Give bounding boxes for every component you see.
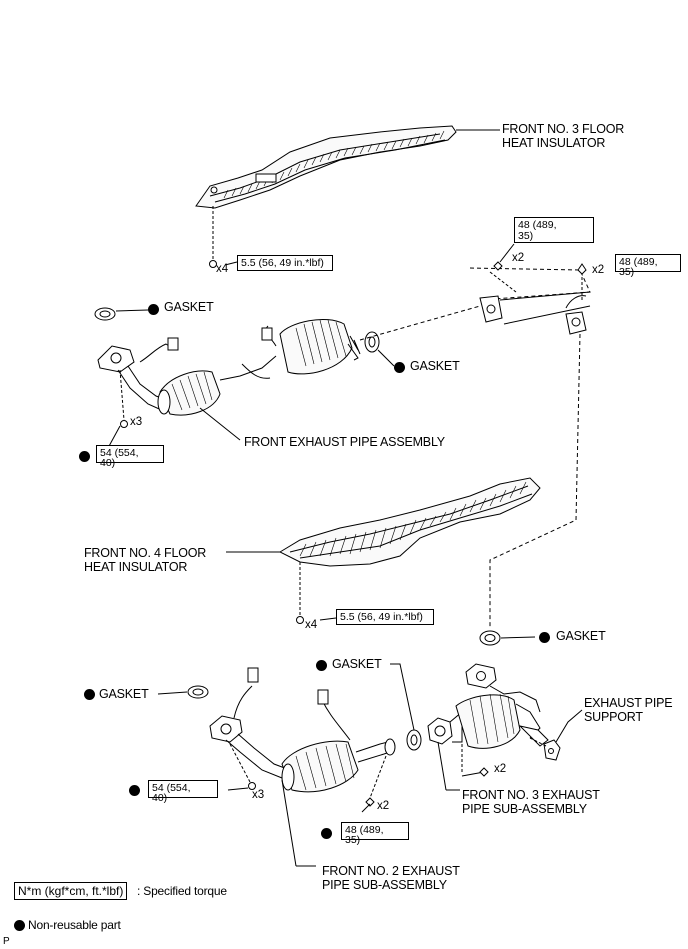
qty-x4-lower: x4 [305,619,318,631]
non-reusable-mark [84,689,95,700]
qty-x2-upper-left: x2 [512,252,525,264]
gasket-label-lower-right: GASKET [556,629,606,643]
exhaust-pipe-support-label: EXHAUST PIPE SUPPORT [584,696,673,724]
non-reusable-mark [129,785,140,796]
legend-non-reusable-dot [14,920,25,931]
legend-torque-unit: N*m (kgf*cm, ft.*lbf) [14,882,128,900]
gasket-label-lower-left: GASKET [99,687,149,701]
qty-x2-upper-right: x2 [592,264,605,276]
non-reusable-mark [148,304,159,315]
front-no3-exhaust-pipe-label: FRONT NO. 3 EXHAUST PIPE SUB-ASSEMBLY [462,788,600,816]
non-reusable-mark [79,451,90,462]
torque-spec-insulator-upper: 5.5 (56, 49 in.*lbf) [237,255,333,271]
non-reusable-mark [394,362,405,373]
gasket-label-upper-right: GASKET [410,359,460,373]
torque-spec-48-upper-right: 48 (489, 35) [615,254,681,277]
torque-spec-54-lower: 54 (554, 40) [148,780,218,803]
front-no3-floor-heat-insulator-label: FRONT NO. 3 FLOOR HEAT INSULATOR [502,122,625,150]
front-exhaust-pipe-assembly-shape [97,318,361,416]
front-exhaust-pipe-assembly-label: FRONT EXHAUST PIPE ASSEMBLY [244,435,445,449]
front-no2-exhaust-pipe-label: FRONT NO. 2 EXHAUST PIPE SUB-ASSEMBLY [322,864,460,892]
front-no4-floor-heat-insulator-label: FRONT NO. 4 FLOOR HEAT INSULATOR [84,546,207,574]
legend-non-reusable-label: Non-reusable part [28,918,121,932]
front-no4-floor-heat-insulator-shape [278,477,541,567]
non-reusable-mark [539,632,550,643]
non-reusable-mark [316,660,327,671]
non-reusable-mark [321,828,332,839]
qty-x4-upper: x4 [216,263,229,275]
legend-torque-desc: : Specified torque [137,884,227,898]
qty-x3-lower: x3 [252,789,265,801]
front-no3-exhaust-pipe-shape [427,663,549,749]
front-no3-floor-heat-insulator-shape [195,125,457,209]
gasket-label-lower-middle: GASKET [332,657,382,671]
qty-x2-lower: x2 [377,800,390,812]
torque-spec-48-lower: 48 (489, 35) [341,822,409,845]
gasket-label-upper-left: GASKET [164,300,214,314]
corner-mark: P [3,936,10,947]
front-no2-exhaust-pipe-shape [209,667,396,793]
exhaust-pipe-support-shape [543,739,561,761]
torque-spec-54-upper: 54 (554, 40) [96,445,164,468]
torque-spec-insulator-lower: 5.5 (56, 49 in.*lbf) [336,609,434,625]
torque-spec-48-upper-left: 48 (489, 35) [514,217,594,243]
qty-x2-support: x2 [494,763,507,775]
bolt-shape [209,260,217,268]
qty-x3-upper: x3 [130,416,143,428]
